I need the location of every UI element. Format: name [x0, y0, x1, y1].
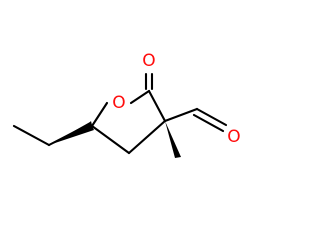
bond-c3-c4 [127, 119, 167, 155]
bond-c3-cho [163, 107, 199, 123]
molecule-structure: O O O [12, 51, 241, 158]
molecule-drawing: O O O [12, 51, 241, 158]
bond-c5-o1 [90, 101, 109, 128]
bond-cho-oxygen-b [192, 113, 225, 133]
carbonyl-oxygen-label: O [142, 51, 155, 71]
bond-ethyl-ch3 [12, 124, 51, 147]
bond-c4-c5 [90, 124, 131, 155]
ring-oxygen-label: O [112, 93, 125, 113]
aldehyde-oxygen-label: O [227, 127, 240, 147]
bond-c2-c3 [147, 89, 167, 123]
bond-o1-c2 [129, 89, 151, 105]
bond-wedge-c5 [49, 122, 94, 145]
bond-cho-oxygen-a [195, 107, 228, 127]
bond-wedge-c3-methyl [165, 121, 181, 158]
